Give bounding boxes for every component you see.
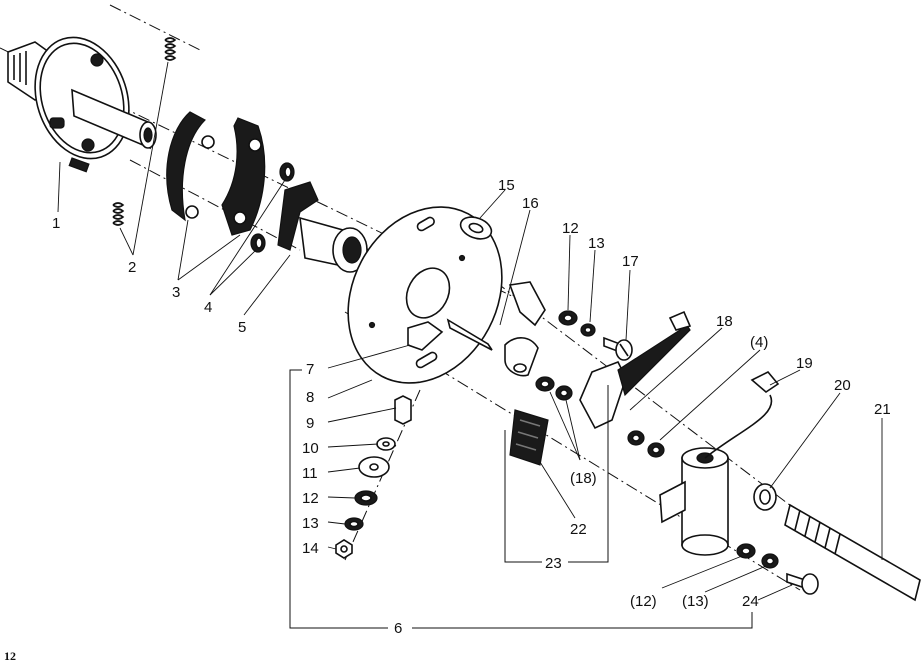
callout-3: 3 <box>172 284 180 301</box>
callout-15: 15 <box>498 177 515 194</box>
callout-14: 14 <box>302 540 319 557</box>
callout-21: 21 <box>874 401 891 418</box>
leader-lines <box>57 61 883 601</box>
part-3-weights <box>166 111 266 236</box>
callout-6: 6 <box>394 620 402 637</box>
part-1-shaft-plate <box>7 36 157 173</box>
callout-12a: 12 <box>302 490 319 507</box>
part-19-condenser <box>659 371 780 556</box>
callout-13a: 13 <box>302 515 319 532</box>
part-21-long-screw <box>784 503 921 602</box>
part-22-felt <box>509 409 549 466</box>
callout-18-paren: (18) <box>570 470 597 487</box>
washers-and-screw-17 <box>558 310 633 361</box>
part-18-23-contact-breaker <box>504 281 692 430</box>
callout-11: 11 <box>302 465 318 482</box>
part-2-springs <box>112 37 177 226</box>
callout-9: 9 <box>306 415 314 432</box>
washers-12-13-screw-24 <box>736 543 819 595</box>
part-4-circlips <box>250 162 295 253</box>
callout-labels: 1 2 3 4 5 6 7 8 9 10 11 12 13 14 15 16 1… <box>52 177 891 637</box>
callout-1: 1 <box>52 215 60 232</box>
callout-18: 18 <box>716 313 733 330</box>
part-5-cam <box>277 181 370 273</box>
callout-7: 7 <box>306 361 314 378</box>
callout-13-paren: (13) <box>682 593 709 610</box>
callout-23: 23 <box>545 555 562 572</box>
callout-5: 5 <box>238 319 246 336</box>
callout-16: 16 <box>522 195 539 212</box>
callout-24: 24 <box>742 593 759 610</box>
callout-2: 2 <box>128 259 136 276</box>
part-8-base-plate <box>347 206 503 384</box>
washers-18 <box>535 376 573 401</box>
callout-13b: 13 <box>588 235 605 252</box>
callout-20: 20 <box>834 377 851 394</box>
callout-12-paren: (12) <box>630 593 657 610</box>
callout-22: 22 <box>570 521 587 538</box>
callout-17: 17 <box>622 253 639 270</box>
callout-19: 19 <box>796 355 813 372</box>
callout-4: 4 <box>204 299 212 316</box>
callout-12b: 12 <box>562 220 579 237</box>
callout-8: 8 <box>306 389 314 406</box>
part-7-terminal-stack <box>335 321 444 559</box>
washers-4-right <box>627 430 665 458</box>
group-brackets <box>289 369 753 629</box>
part-15-16 <box>446 216 493 351</box>
callout-10: 10 <box>302 440 319 457</box>
page-number: 12 <box>4 649 16 663</box>
callout-4-paren: (4) <box>750 334 768 351</box>
